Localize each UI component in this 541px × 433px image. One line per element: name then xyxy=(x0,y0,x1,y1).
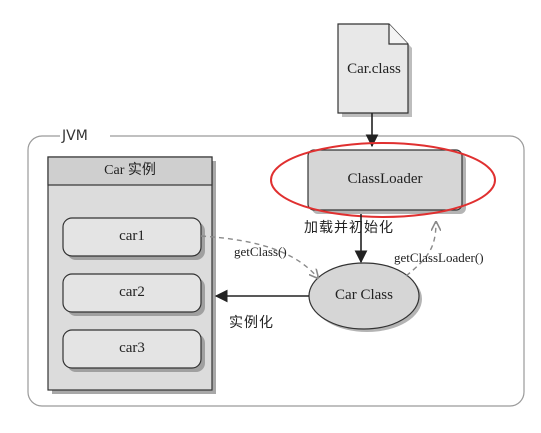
instantiate-label: 实例化 xyxy=(229,315,274,331)
getclassloader-label: getClassLoader() xyxy=(394,250,484,265)
instance-car1-box xyxy=(62,217,202,257)
getclass-label: getClass() xyxy=(234,244,287,259)
getclassloader-dashed-arrow xyxy=(405,222,436,277)
instance-car2-box xyxy=(62,273,202,313)
getclass-dashed-arrow xyxy=(200,235,318,278)
jvm-container xyxy=(27,135,525,407)
car-class-label: Car Class xyxy=(335,287,393,303)
instance-car1-label: car1 xyxy=(119,228,145,244)
instance-car3-box xyxy=(62,329,202,369)
classloader-highlight-ring xyxy=(270,142,496,218)
load-init-label: 加载并初始化 xyxy=(304,220,394,236)
classloader-label: ClassLoader xyxy=(347,171,423,187)
instance-car2-label: car2 xyxy=(119,284,145,300)
jvm-label: JVM xyxy=(62,128,88,144)
class-file-icon xyxy=(337,23,409,114)
instance-car3-label: car3 xyxy=(119,340,145,356)
classloader-box xyxy=(307,149,463,211)
class-file-label: Car.class xyxy=(347,61,401,77)
instances-panel-title: Car 实例 xyxy=(104,163,156,178)
instances-panel-header xyxy=(47,156,213,186)
